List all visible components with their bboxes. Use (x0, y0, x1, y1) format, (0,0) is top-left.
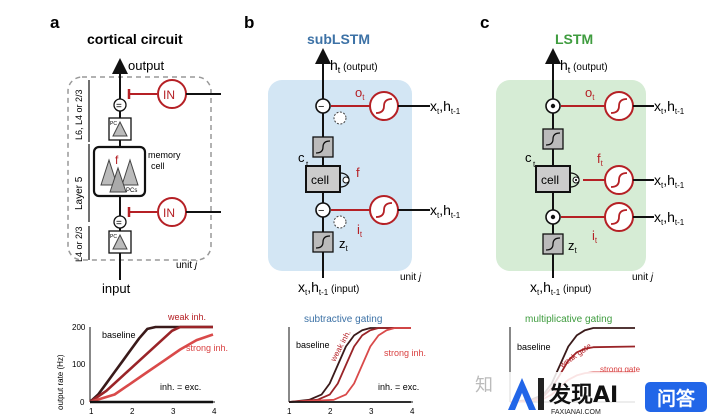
layer-bot-label: L4 or 2/3 (74, 226, 84, 262)
layer-mid-label: Layer 5 (74, 176, 85, 210)
h-out-c: ht (output) (560, 57, 608, 75)
svg-text:f: f (356, 165, 360, 180)
panel-a: a cortical circuit L6, L4 or 2/3 Layer 5… (50, 13, 221, 296)
plot-b-xtick-1: 2 (328, 407, 333, 416)
label-strong-c: strong gate (600, 365, 641, 374)
plot-a-xtick-2: 3 (171, 407, 176, 416)
svg-text:f: f (115, 153, 119, 167)
plot-a-ytick-0: 0 (80, 398, 85, 407)
label-weak-c: weak gate (557, 341, 593, 370)
label-eq-b: inh. = exc. (378, 382, 419, 392)
panel-a-letter: a (50, 13, 60, 32)
series-baseline (89, 325, 213, 403)
svg-text:t: t (306, 160, 309, 169)
label-eq-a: inh. = exc. (160, 382, 201, 392)
panel-b-title: subLSTM (307, 31, 370, 47)
unit-label-a: unit j (176, 260, 198, 271)
series-weak-inh- (288, 327, 411, 403)
h-out-b: ht (output) (330, 57, 378, 75)
plot-b-xtick-2: 3 (369, 407, 374, 416)
cell-box-b (305, 165, 341, 193)
output-label-a: output (128, 58, 165, 73)
plot-a: output rate (Hz) 0 100 200 1 2 3 4 basel… (56, 312, 228, 416)
watermark: 知 发现AI FAXIANAI.COM (475, 372, 643, 418)
watermark-brand: 发现AI (548, 382, 618, 408)
svg-text:it: it (357, 222, 363, 239)
label-baseline-a: baseline (102, 330, 136, 340)
svg-text:PC: PC (110, 121, 117, 127)
svg-text:it: it (592, 228, 598, 245)
unit-label-c: unit j (632, 272, 654, 283)
memory-cell-label: memory (148, 150, 181, 160)
series-strong-inh- (288, 327, 411, 403)
svg-text:ft: ft (597, 151, 604, 168)
unit-label-b: unit j (400, 272, 422, 283)
svg-text:PC: PC (110, 234, 117, 240)
minus-node-top (315, 98, 331, 114)
layer-top-label: L6, L4 or 2/3 (74, 89, 84, 140)
plot-a-ylabel: output rate (Hz) (56, 354, 65, 410)
svg-text:xt,ht-1: xt,ht-1 (654, 98, 685, 116)
series-weak-inh- (89, 325, 213, 404)
eq-node-bottom (113, 215, 127, 229)
svg-text:ot: ot (355, 85, 365, 102)
plot-a-xtick-0: 1 (89, 407, 94, 416)
watermark-badge: 问答 (645, 382, 707, 412)
svg-text:−: − (318, 205, 324, 217)
svg-text:c: c (525, 150, 532, 165)
x-in-b: xt,ht-1 (input) (298, 279, 359, 297)
svg-text:IN: IN (163, 206, 175, 220)
plot-a-ytick-1: 100 (72, 360, 86, 369)
svg-text:xt,ht-1: xt,ht-1 (430, 98, 461, 116)
watermark-url: FAXIANAI.COM (551, 409, 601, 416)
svg-text:=: = (116, 101, 122, 112)
svg-text:PCs: PCs (126, 188, 137, 194)
svg-text:cell: cell (311, 173, 329, 187)
minus-node-bottom (315, 202, 331, 218)
svg-text:c: c (298, 150, 305, 165)
label-baseline-b: baseline (296, 340, 330, 350)
panel-c: c LSTM ht (output) c t cell zt ot xt,ht-… (480, 13, 685, 297)
label-weak-a: weak inh. (167, 312, 206, 322)
x-in-c: xt,ht-1 (input) (530, 279, 591, 297)
panel-b-letter: b (244, 13, 254, 32)
svg-text:t: t (533, 160, 536, 169)
plot-b-xtick-3: 4 (410, 407, 415, 416)
plot-c-title: multiplicative gating (525, 314, 612, 325)
eq-node-top (113, 98, 127, 112)
label-strong-a: strong inh. (186, 343, 228, 353)
plot-b-title: subtractive gating (304, 314, 382, 325)
svg-text:xt,ht-1: xt,ht-1 (654, 172, 685, 190)
svg-text:xt,ht-1: xt,ht-1 (654, 209, 685, 227)
series-strong-inh- (89, 333, 214, 404)
panel-c-title: LSTM (555, 31, 593, 47)
input-label-a: input (102, 281, 131, 296)
panel-b: b subLSTM ht (output) − c t cell f − zt … (244, 13, 461, 297)
unit-box-a (67, 76, 212, 261)
plot-a-xtick-1: 2 (130, 407, 135, 416)
plot-b: subtractive gating 1 2 3 4 baseline weak… (287, 314, 426, 416)
svg-text:ot: ot (585, 85, 595, 102)
plot-b-xtick-0: 1 (287, 407, 292, 416)
svg-text:−: − (318, 101, 324, 113)
series-baseline (288, 327, 411, 403)
svg-text:xt,ht-1: xt,ht-1 (430, 202, 461, 220)
brand-logo-icon (508, 378, 536, 410)
svg-text:=: = (116, 218, 122, 229)
svg-text:IN: IN (163, 88, 175, 102)
svg-text:zt: zt (339, 236, 349, 253)
svg-text:cell: cell (151, 161, 165, 171)
svg-text:zt: zt (568, 238, 578, 255)
plot-a-xtick-3: 4 (212, 407, 217, 416)
svg-text:cell: cell (541, 173, 559, 187)
label-strong-b: strong inh. (384, 348, 426, 358)
panel-c-letter: c (480, 13, 489, 32)
cell-box-c (535, 165, 571, 193)
panel-a-title: cortical circuit (87, 31, 183, 47)
plot-a-ytick-2: 200 (72, 323, 86, 332)
watermark-zhi: 知 (475, 375, 493, 395)
label-baseline-c: baseline (517, 342, 551, 352)
